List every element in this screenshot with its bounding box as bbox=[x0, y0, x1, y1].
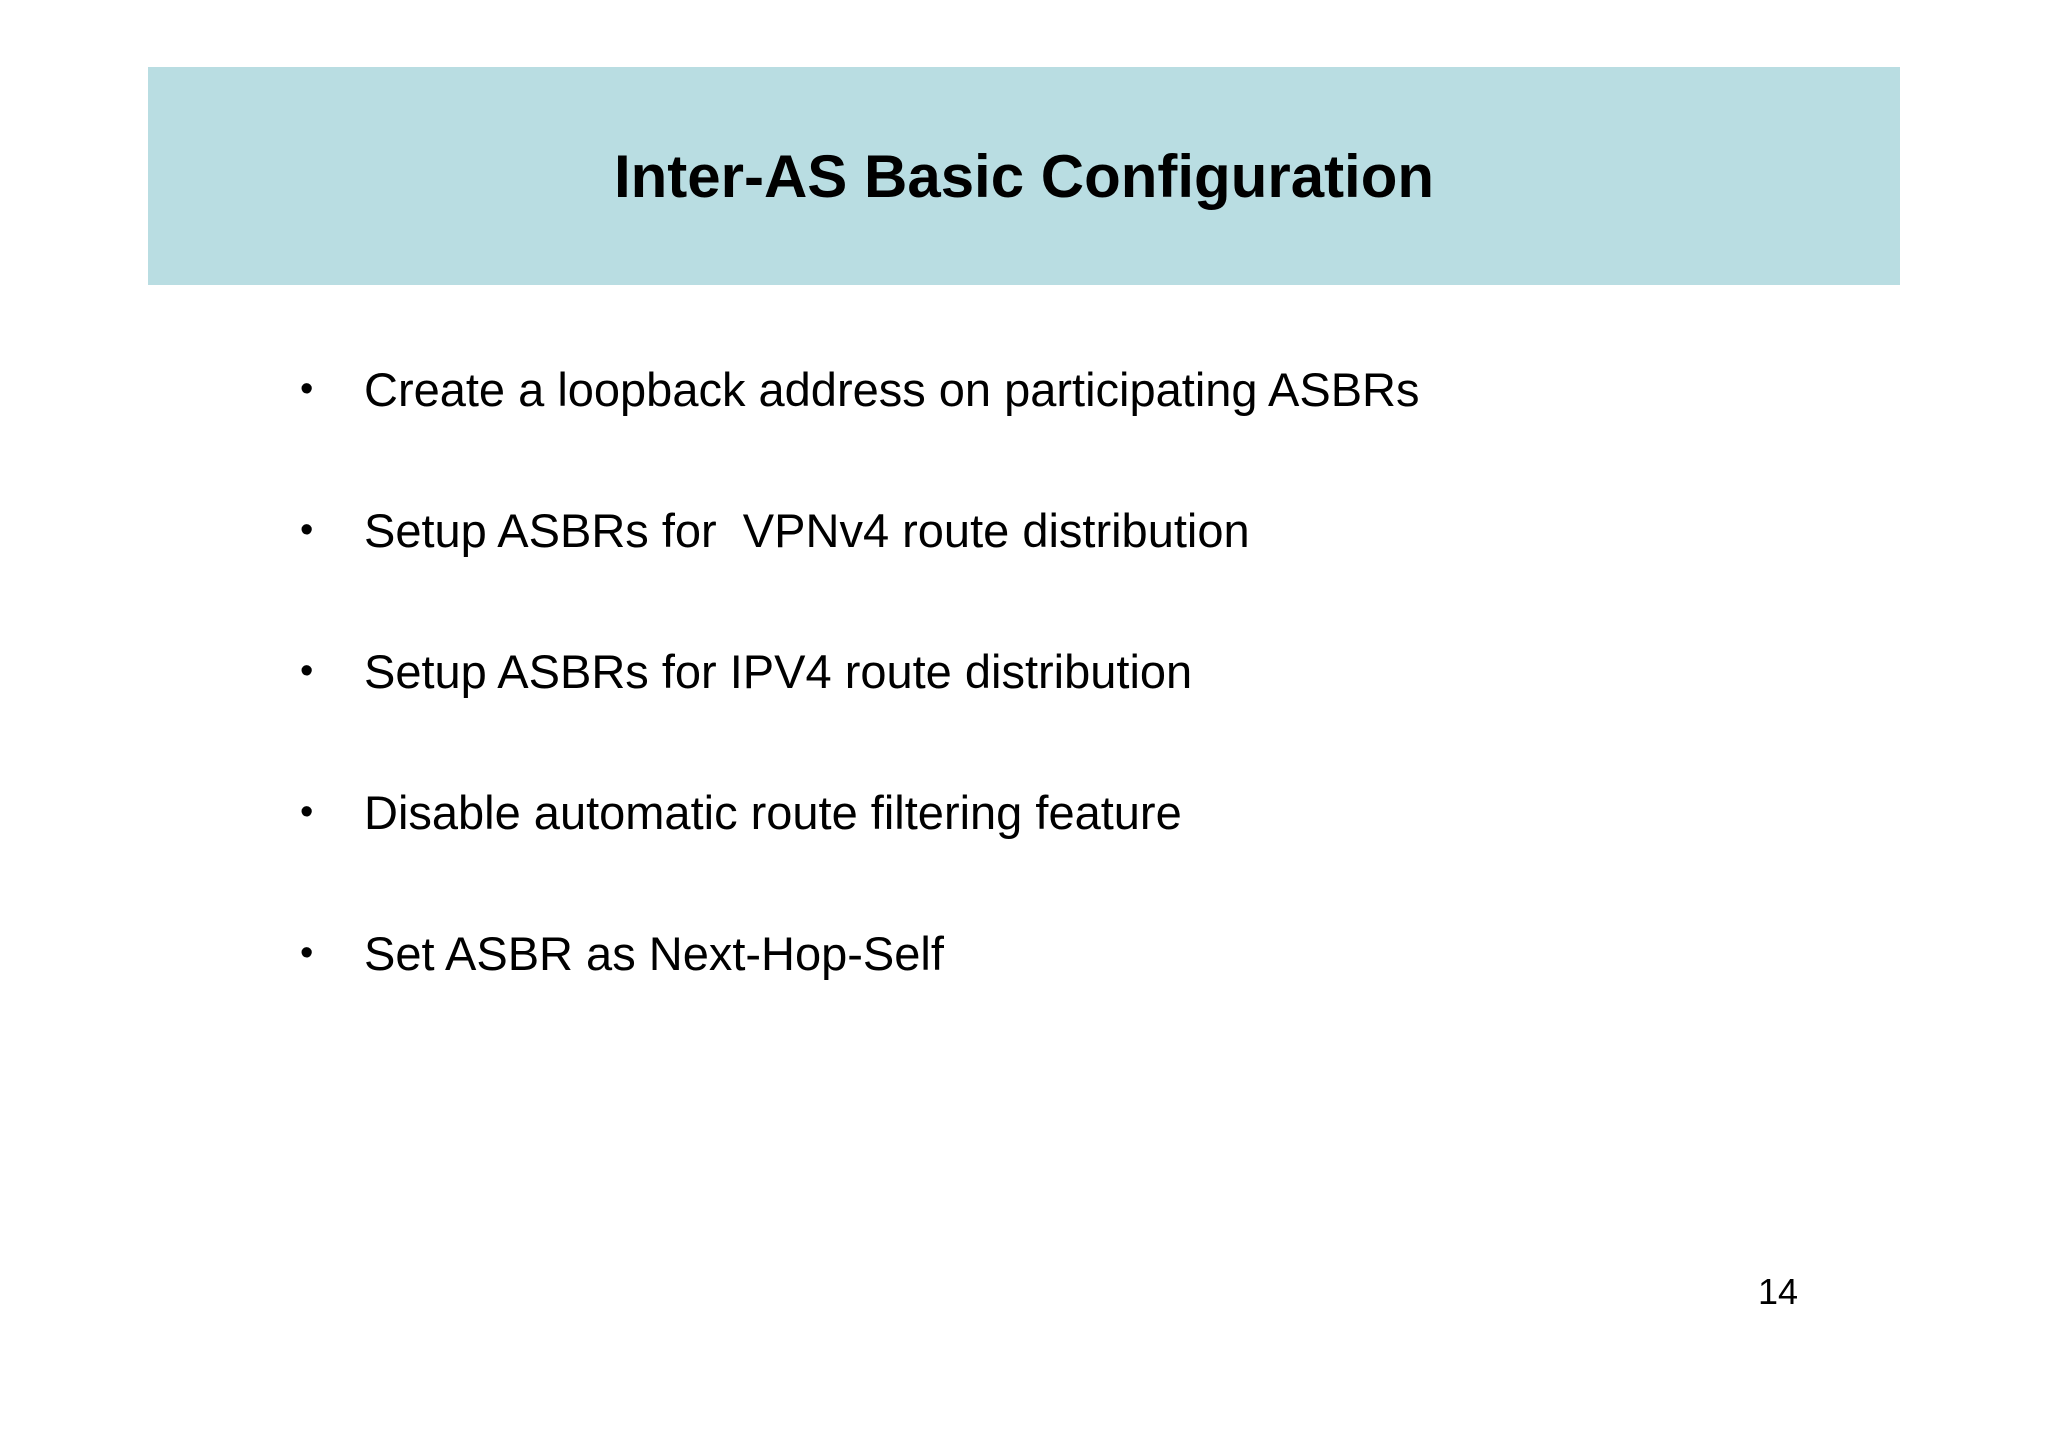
bullet-text: Create a loopback address on participati… bbox=[364, 363, 1420, 416]
bullet-icon: • bbox=[300, 509, 314, 551]
bullet-text: Setup ASBRs for IPV4 route distribution bbox=[364, 645, 1193, 698]
bullet-list: • Create a loopback address on participa… bbox=[300, 366, 1420, 1071]
list-item: • Set ASBR as Next-Hop-Self bbox=[300, 930, 1420, 977]
slide-title: Inter-AS Basic Configuration bbox=[613, 142, 1435, 210]
list-item: • Setup ASBRs for IPV4 route distributio… bbox=[300, 648, 1420, 695]
bullet-icon: • bbox=[300, 791, 314, 833]
bullet-icon: • bbox=[300, 368, 314, 410]
bullet-text: Disable automatic route filtering featur… bbox=[364, 786, 1182, 839]
bullet-icon: • bbox=[300, 932, 314, 974]
list-item: • Setup ASBRs for VPNv4 route distributi… bbox=[300, 507, 1420, 554]
bullet-icon: • bbox=[300, 650, 314, 692]
page-number: 14 bbox=[1758, 1271, 1799, 1312]
bullet-text: Set ASBR as Next-Hop-Self bbox=[364, 927, 944, 980]
title-banner: Inter-AS Basic Configuration bbox=[148, 67, 1900, 285]
list-item: • Create a loopback address on participa… bbox=[300, 366, 1420, 413]
list-item: • Disable automatic route filtering feat… bbox=[300, 789, 1420, 836]
bullet-text: Setup ASBRs for VPNv4 route distribution bbox=[364, 504, 1250, 557]
